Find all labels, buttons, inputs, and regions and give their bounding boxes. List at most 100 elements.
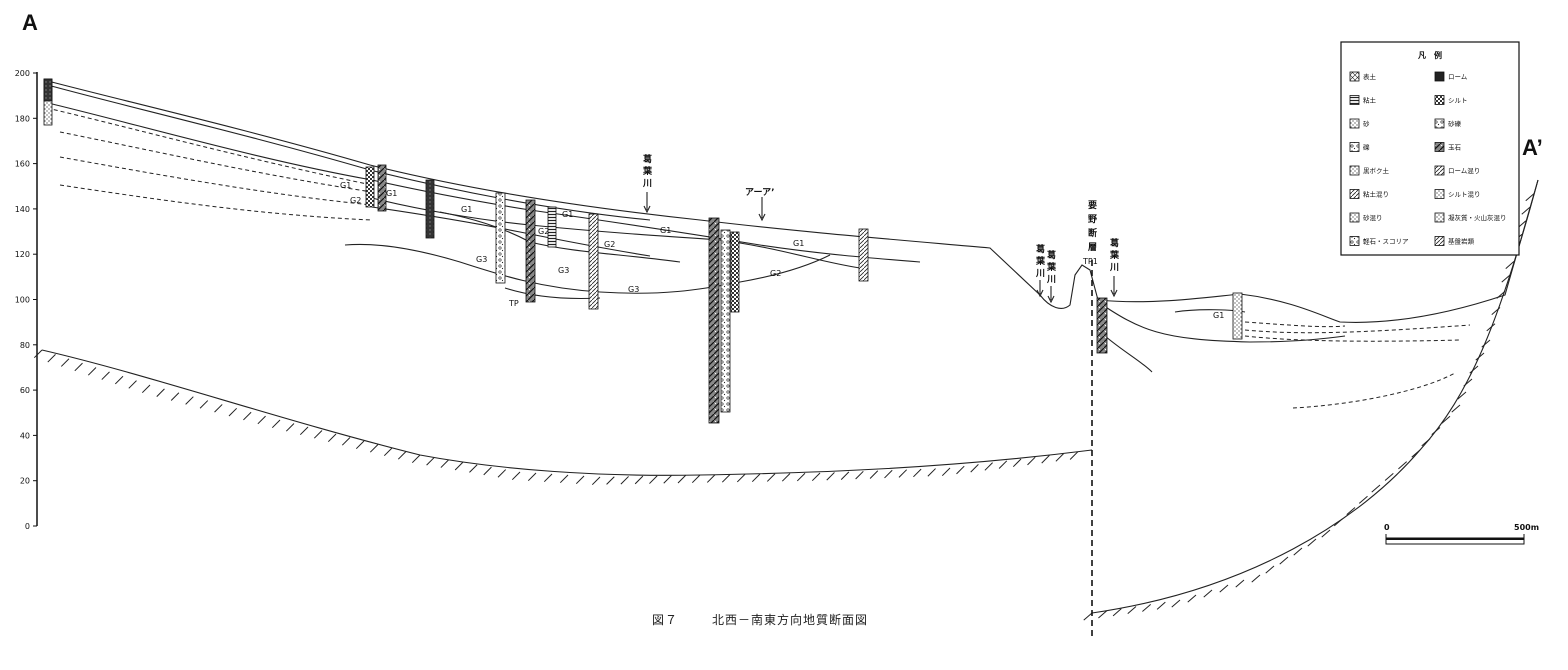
river-annotation: 葛 葉 川 [1109,237,1120,298]
section-start-label: A [22,10,38,35]
bedrock-hatch [1525,193,1535,202]
topsoil-icon [1349,71,1360,82]
bedrock-hatch [257,415,266,425]
bedrock-hatch [706,474,716,483]
bedrock-hatch [677,474,687,484]
pumice-icon [1349,236,1360,246]
legend-item-label: 軽石・スコリア [1363,237,1409,246]
bedrock-hatch [649,475,658,484]
scale-length: 500m [1514,523,1539,532]
kuroboku-icon [1349,165,1360,176]
unit-label-g3: G3 [476,255,487,264]
axis-tick-label: 180 [15,114,30,123]
bedrock-hatch [1293,547,1303,556]
unit-label-g1: G1 [793,239,804,248]
bedrock-hatch [1265,565,1275,574]
bedrock-hatch [243,411,252,421]
bedrock-hatch [1457,391,1467,400]
bedrock-hatch [1431,427,1441,436]
boulder-icon [1434,142,1445,152]
bedrock-hatch [1398,461,1407,470]
bedrock-hatch [766,473,776,482]
bedrock-hatch [47,354,56,363]
bedrock-hatch [927,468,936,477]
legend-item-label: シルト混り [1448,190,1481,199]
section-reference: アーア’ [745,187,775,222]
bedrock-hatch [497,469,507,478]
bedrock-hatch [114,375,124,385]
bedrock-hatch [1055,453,1064,462]
bedrock-hatch [214,404,223,413]
bedrock-hatch [341,437,351,446]
bedrock-hatch [185,396,194,405]
bedrock-hatch [285,423,295,432]
section-end-label: A’ [1522,135,1543,160]
bedrock-hatch [1441,415,1451,424]
bedrock-hatch [575,475,585,485]
bedrock-hatch [1219,584,1229,593]
bedrock-hatch [313,430,323,439]
bedrock-hatch [559,474,569,484]
bedrock-hatch [543,473,553,483]
ground-surface [43,79,1539,323]
bedrock-surface [33,179,1539,621]
bedrock-hatch [33,349,43,359]
bedrock-hatch [1235,579,1245,588]
borehole [720,229,731,413]
bedrock-hatch [355,440,365,450]
bedrock-hatch [454,461,464,471]
bedrock-hatch [469,464,478,473]
borehole [495,192,506,284]
fault-char: 断 [1088,227,1097,239]
river-char: 川 [642,178,652,189]
river-char: 葉 [642,165,653,177]
clay-mixed-icon [1349,189,1360,199]
legend-item-label: 基盤岩類 [1448,237,1475,246]
legend-item-label: 砂礫 [1448,119,1462,128]
bedrock-hatch [811,472,821,482]
silt-mixed-icon [1434,189,1445,199]
sand-icon [1349,118,1360,129]
legend-item-label: ローム [1448,73,1468,81]
bedrock-hatch [299,426,309,436]
bedrock-hatch [156,388,165,397]
unit-label-tp1: TP1 [1082,257,1098,266]
bedrock-hatch [411,454,421,464]
river-char: 葛 [1035,243,1045,255]
legend-item-label: ローム混り [1448,166,1480,175]
unit-label-g1: G1 [461,205,472,214]
bedrock-hatch [87,367,97,376]
bedrock-hatch [483,466,492,476]
legend-item-label: 砂 [1363,119,1370,128]
bedrock-hatch [1027,456,1036,466]
tuff-mixed-icon [1434,212,1445,223]
bedrock-hatch [1279,556,1289,565]
bedrock-hatch [527,472,537,482]
bedrock-hatch [1469,365,1479,374]
bedrock-hatch [141,384,151,394]
river-char: 葛 [1046,249,1056,261]
fault-char: 野 [1088,214,1097,225]
bedrock-hatch [1358,495,1368,504]
bedrock-hatch [1486,323,1496,332]
caption-number: 図７ [652,613,678,627]
unit-label-g1: G1 [562,210,573,219]
bedrock-hatch [998,460,1008,469]
bedrock-hatch [884,469,893,479]
clay-icon [1349,95,1360,105]
axis-tick-label: 20 [20,477,30,486]
strata-boundaries [43,101,1471,409]
bedrock-hatch [1333,518,1343,527]
axis-tick-label: 200 [15,69,30,78]
borehole [588,213,599,310]
river-annotation: 葛 葉 川 [642,153,653,214]
axis-tick-label: 160 [15,160,30,169]
bedrock-hatch [271,419,281,429]
bedrock-hatch [1069,451,1079,460]
bedrock-hatch [1156,601,1166,610]
bedrock-hatch [898,469,908,478]
scale-bar: 0 500m [1384,523,1539,545]
legend-item-label: 玉石 [1448,144,1462,152]
